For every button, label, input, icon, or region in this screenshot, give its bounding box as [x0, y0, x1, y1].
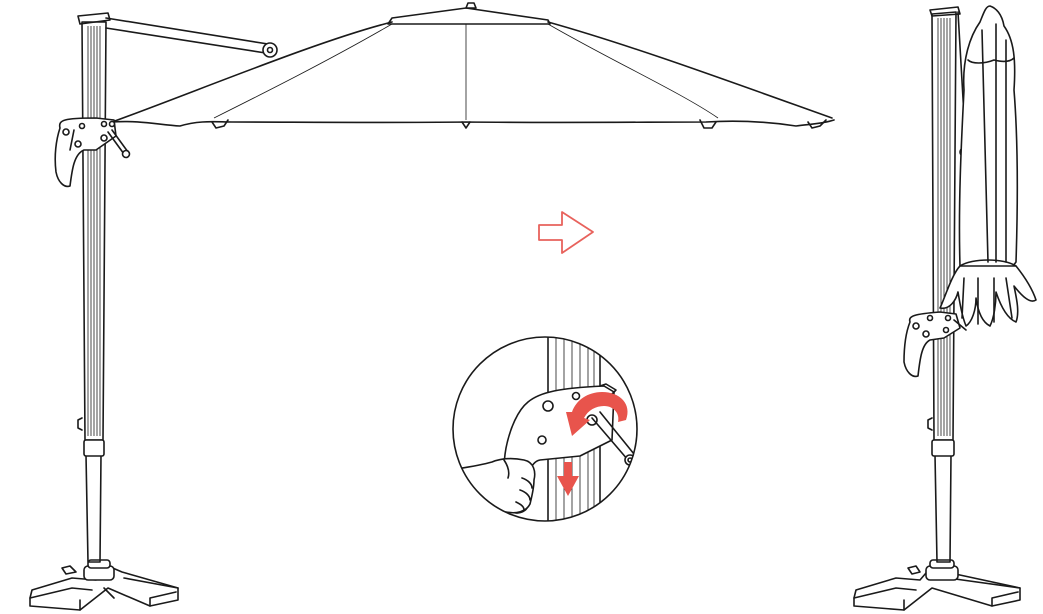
- counterclockwise-rotate-arrow-icon: [566, 392, 628, 436]
- umbrella-canopy-closed: [939, 5, 1037, 327]
- umbrella-base-right: [853, 559, 1021, 611]
- umbrella-canopy-open: [111, 2, 835, 129]
- crank-hub-right: [903, 311, 967, 378]
- down-arrow-icon: [557, 462, 579, 496]
- outline-right-arrow-icon: [538, 211, 594, 254]
- umbrella-pole-right: [927, 6, 961, 563]
- umbrella-base-left: [29, 559, 179, 611]
- step-arrow: [538, 211, 594, 254]
- crank-detail-lens: [452, 336, 638, 522]
- umbrella-pole-left: [77, 12, 111, 563]
- closed-umbrella: [853, 5, 1037, 611]
- open-umbrella: [29, 2, 835, 611]
- crank-hub-left: [54, 117, 131, 188]
- cantilever-arm: [105, 17, 278, 58]
- lens-rotate-arrow: [557, 392, 628, 496]
